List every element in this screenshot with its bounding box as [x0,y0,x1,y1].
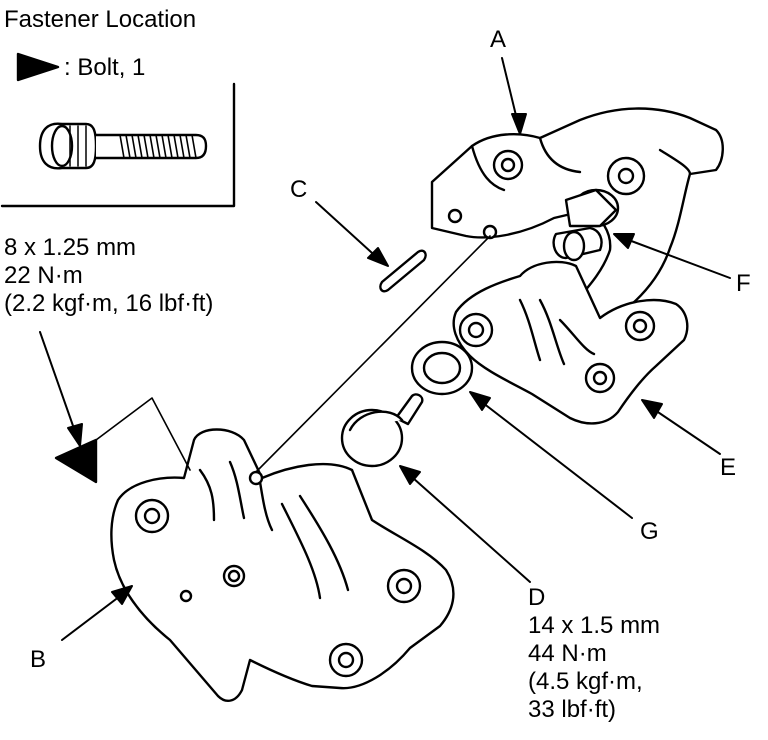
bolt-d-torque-alt-2: 33 lbf·ft) [528,696,617,723]
leader-lines [39,57,731,641]
bolt-location-marker-icon [54,438,98,484]
socket-head-bolt-icon [38,122,208,170]
arrow-head-b [111,585,133,605]
leader-c [315,201,383,263]
arrow-head-f [613,233,635,249]
arrow-head-e [641,399,663,419]
bolt-b-torque-nm: 22 N·m [4,262,83,289]
hinge-bolt-d [340,393,424,468]
fastener-marker-icon [16,52,60,82]
legend-frame [0,82,236,208]
leader-b-spec [39,331,79,441]
callout-e: E [720,454,737,481]
bolt-b-torque-alt: (2.2 kgf·m, 16 lbf·ft) [4,290,214,317]
callout-c: C [290,176,308,203]
arrow-head-d [399,465,421,485]
callout-d: D [528,584,546,611]
callout-a: A [490,26,507,53]
bolt-d-torque-nm: 44 N·m [528,640,607,667]
hinge-bracket-a [430,107,724,332]
hinge-bracket-e [452,260,689,425]
bolt-d-torque-alt-1: (4.5 kgf·m, [528,668,643,695]
marker-leader [95,397,191,471]
arrow-head-b-spec [67,423,83,447]
leader-f [617,235,731,279]
hinge-pin-f [552,188,620,262]
bolt-d-size: 14 x 1.5 mm [528,612,661,639]
callout-g: G [640,518,659,545]
arrow-head-g [469,391,491,411]
legend-title: Fastener Location [4,6,197,33]
callout-f: F [736,270,751,297]
legend-bolt-label: : Bolt, 1 [64,54,146,81]
washer-g [410,340,474,396]
hinge-bracket-b [110,428,455,702]
bolt-b-size: 8 x 1.25 mm [4,234,137,261]
callout-b: B [30,646,47,673]
leader-g [473,395,633,519]
arrow-head-a [511,113,527,135]
leader-d [403,469,531,583]
spring-pin-c [379,249,427,293]
alignment-line [255,235,491,473]
arrow-head-c [367,247,389,267]
